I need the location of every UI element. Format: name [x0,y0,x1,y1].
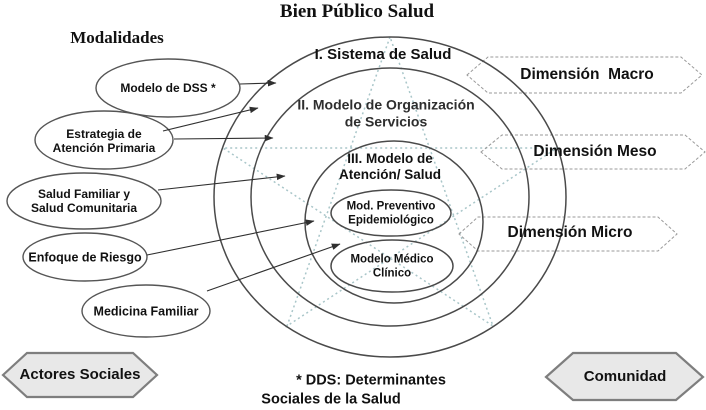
inner-circle-atencion [304,140,484,304]
hexagon-comunidad-label: Comunidad [583,368,667,386]
oval-modelo-dss-shape [95,58,241,118]
arrow-medicina-to-clinico [206,243,341,292]
banner-macro-label: Dimensión Macro [520,65,654,83]
page-title: Bien Público Salud [279,0,435,22]
oval-salud-familiar-label: Salud Familiar y Salud Comunitaria [30,186,138,215]
arrow-estrategia-to-organizacion-lower [173,134,274,142]
oval-estrategia-shape [34,110,174,170]
level3-atencion-label: III. Modelo de Atención/ Salud [338,151,442,182]
hexagon-comunidad-shape [544,351,705,402]
arrow-estrategia-to-organizacion-upper [162,106,259,132]
arrow-dss-to-sistema [239,79,277,87]
banner-macro-shape [466,56,703,94]
oval-enfoque-label: Enfoque de Riesgo [28,250,142,265]
banner-meso-label: Dimensión Meso [533,142,657,160]
footnote-line1: * DDS: Determinantes [296,372,446,389]
oval-medicina-label: Medicina Familiar [93,304,199,319]
level1-sistema-label: I. Sistema de Salud [314,46,452,64]
oval-modelo-dss-label: Modelo de DSS * [120,80,216,95]
oval-medicina-shape [81,284,211,338]
modalidades-heading: Modalidades [70,27,164,47]
arrow-enfoque-to-preventivo [146,219,315,256]
pentagram-star [220,34,560,328]
outer-circle-sistema [213,36,567,358]
banner-meso-shape [480,134,706,170]
middle-circle-organizacion [250,67,530,327]
oval-estrategia-label: Estrategia de Atención Primaria [52,126,156,155]
oval-clinico-shape [330,239,454,293]
arrow-salud-familiar-to-atencion [157,173,286,191]
oval-preventivo-shape [330,189,452,237]
level2-organizacion-label: II. Modelo de Organización de Servicios [297,96,475,129]
oval-clinico-label: Modelo Médico Clínico [350,253,434,279]
oval-salud-familiar-shape [6,172,162,230]
banner-micro-shape [458,216,678,252]
banner-micro-label: Dimensión Micro [507,223,633,241]
hexagon-actores-shape [1,351,159,399]
oval-preventivo-label: Mod. Preventivo Epidemiológico [346,200,436,226]
hexagon-actores-label: Actores Sociales [19,366,141,384]
oval-enfoque-shape [22,232,148,282]
footnote-line2: Sociales de la Salud [261,391,401,408]
